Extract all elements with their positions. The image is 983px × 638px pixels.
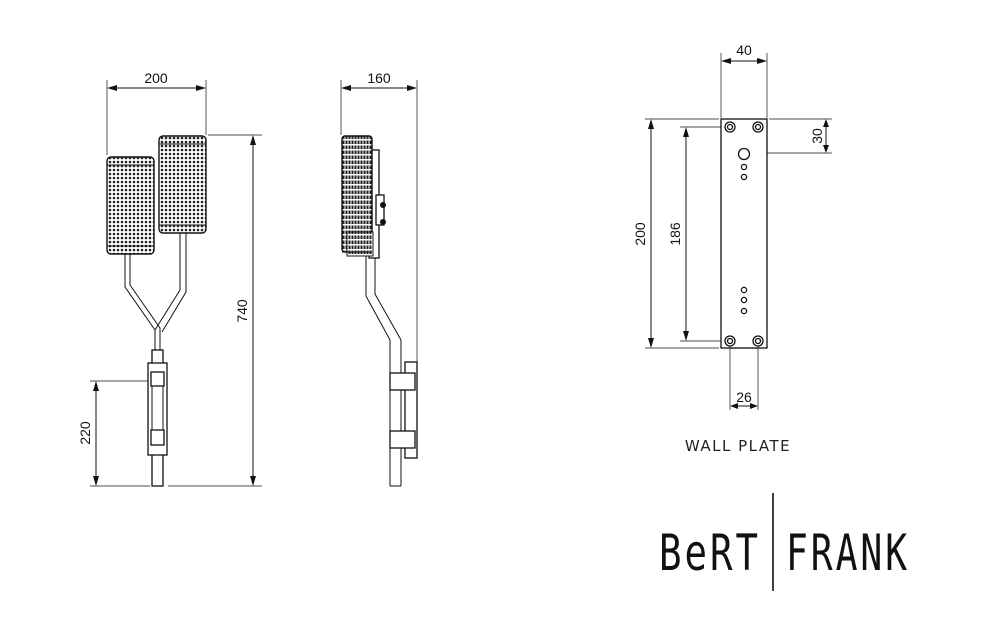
front-height-dimension: 740: [168, 134, 262, 487]
wall-plate-view: 40 30 200 186: [632, 42, 832, 455]
front-width-label: 200: [144, 70, 168, 86]
front-width-dimension: 200: [106, 70, 207, 155]
brand-name-right: FRANK: [786, 524, 910, 582]
plate-height-dimension: 200: [632, 118, 719, 349]
plate-width-dimension: 40: [720, 42, 768, 118]
plate-height-label: 200: [632, 222, 648, 246]
front-right-shade: [158, 135, 207, 234]
side-shade: [341, 135, 386, 259]
plate-hole-spacing-dimension: 186: [667, 126, 727, 342]
plate-hole-spacing-label: 186: [667, 222, 683, 246]
side-arm: [365, 250, 391, 486]
front-left-shade: [106, 156, 155, 255]
plate-hole-width-label: 26: [736, 389, 752, 405]
front-plate-height-dimension: 220: [77, 380, 150, 487]
front-left-arm: [124, 254, 156, 352]
brand-logo: BeRT FRANK: [659, 493, 910, 591]
side-depth-dimension: 160: [340, 70, 418, 362]
front-right-arm: [154, 233, 181, 331]
front-view: 200 740 220: [77, 70, 262, 487]
front-plate-height-label: 220: [77, 421, 93, 445]
plate-center-holes: [737, 147, 751, 315]
wall-plate-caption: WALL PLATE: [685, 437, 791, 455]
plate-width-label: 40: [736, 42, 752, 58]
side-view: 160: [340, 70, 418, 487]
front-height-label: 740: [234, 299, 250, 323]
brand-name-left: BeRT: [659, 524, 761, 582]
side-depth-label: 160: [367, 70, 391, 86]
plate-top-offset-dimension: 30: [744, 118, 832, 154]
plate-hole-width-dimension: 26: [729, 346, 759, 410]
plate-top-offset-label: 30: [809, 128, 825, 144]
